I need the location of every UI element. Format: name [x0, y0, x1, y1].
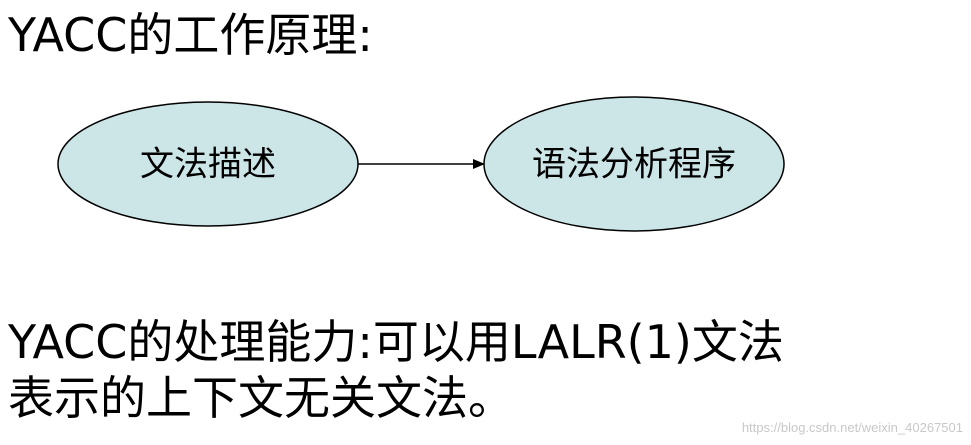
capability-description: YACC的处理能力:可以用LALR(1)文法 表示的上下文无关文法。	[8, 314, 968, 426]
parser-program-label: 语法分析程序	[532, 145, 736, 185]
watermark: https://blog.csdn.net/weixin_40267501	[741, 420, 963, 435]
parser-program-node	[483, 96, 785, 232]
description-line-2: 表示的上下文无关文法。	[8, 371, 514, 425]
page-title: YACC的工作原理:	[8, 8, 373, 62]
grammar-description-label: 文法描述	[140, 145, 276, 185]
description-line-1: YACC的处理能力:可以用LALR(1)文法	[8, 315, 784, 369]
